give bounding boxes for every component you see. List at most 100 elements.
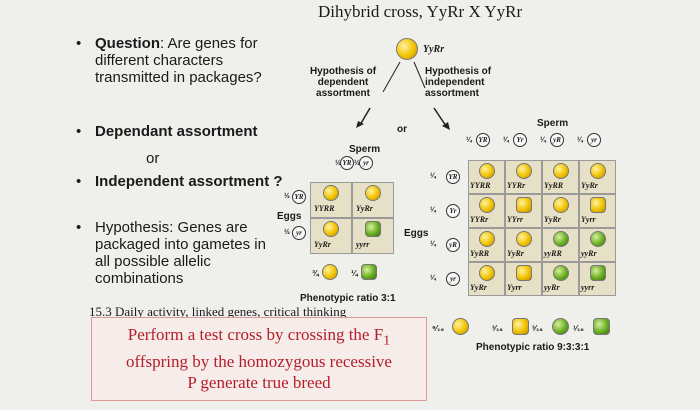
bullet-dot-icon: • bbox=[76, 123, 82, 140]
sperm-gamete: yr bbox=[359, 156, 373, 170]
bullet-hypothesis: • Hypothesis: Genes are packaged into ga… bbox=[76, 219, 285, 287]
genotype-label: YyRr bbox=[314, 240, 331, 249]
genotype-label: yyRR bbox=[544, 249, 562, 258]
arrow-line bbox=[382, 61, 401, 93]
hypothesis-text: Hypothesis: Genes are packaged into game… bbox=[95, 219, 266, 287]
gamete-fraction: ¼ bbox=[503, 137, 509, 144]
bullet-dot-icon: • bbox=[76, 219, 82, 236]
egg-gamete: yR bbox=[446, 238, 460, 252]
pea-icon bbox=[365, 221, 381, 237]
note-sub: 1 bbox=[383, 332, 391, 349]
bullet-dot-icon: • bbox=[76, 173, 82, 190]
pea-icon bbox=[323, 221, 339, 237]
genotype-label: YyRr bbox=[356, 204, 373, 213]
or-text: or bbox=[146, 150, 160, 167]
pea-icon bbox=[553, 265, 569, 281]
egg-gamete: Yr bbox=[446, 204, 460, 218]
figure-or: or bbox=[397, 124, 407, 135]
right-sperm-label: Sperm bbox=[537, 118, 569, 129]
pea-icon bbox=[516, 163, 532, 179]
gamete-fraction: ½ bbox=[284, 193, 290, 200]
dependant-text: Dependant assortment bbox=[95, 123, 258, 140]
ratio-fraction: ³⁄₁₆ bbox=[532, 324, 543, 333]
pea-icon bbox=[322, 264, 338, 280]
egg-gamete: yr bbox=[292, 226, 306, 240]
pea-icon bbox=[590, 163, 606, 179]
ratio-fraction: ¼ bbox=[351, 269, 358, 278]
hyp-independent-label: Hypothesis of independent assortment bbox=[425, 66, 492, 99]
pea-icon bbox=[479, 197, 495, 213]
pea-icon bbox=[479, 231, 495, 247]
arrowhead-icon bbox=[442, 122, 450, 130]
slide-title: Dihybrid cross, YyRr X YyRr bbox=[318, 2, 523, 21]
note-line2: offspring by the homozygous recessive bbox=[126, 352, 392, 372]
sperm-gamete: YR bbox=[476, 133, 490, 147]
genotype-label: yyRr bbox=[544, 283, 560, 292]
genotype-label: YyRr bbox=[470, 283, 487, 292]
pea-icon bbox=[553, 197, 569, 213]
egg-gamete: YR bbox=[446, 170, 460, 184]
pea-icon bbox=[516, 265, 532, 281]
pea-icon bbox=[479, 265, 495, 281]
genotype-label: YyRR bbox=[544, 181, 564, 190]
gamete-fraction: ¼ bbox=[430, 241, 436, 248]
gamete-fraction: ¼ bbox=[430, 173, 436, 180]
gamete-fraction: ½ bbox=[335, 160, 341, 167]
question-label: Question bbox=[95, 35, 161, 52]
left-sperm-label: Sperm bbox=[349, 144, 381, 155]
egg-gamete: YR bbox=[292, 190, 306, 204]
sperm-gamete: Yr bbox=[513, 133, 527, 147]
pea-icon bbox=[553, 231, 569, 247]
note-line1: Perform a test cross by crossing the F bbox=[127, 325, 384, 344]
genotype-label: Yyrr bbox=[581, 215, 596, 224]
pea-icon bbox=[479, 163, 495, 179]
genotype-label: YyRr bbox=[544, 215, 561, 224]
pea-icon bbox=[590, 265, 606, 281]
genotype-label: Yyrr bbox=[507, 283, 522, 292]
ratio-fraction: ¾ bbox=[312, 269, 319, 278]
gamete-fraction: ½ bbox=[354, 160, 360, 167]
parent-pea-icon bbox=[396, 38, 418, 60]
test-cross-note: Perform a test cross by crossing the F1 … bbox=[91, 317, 427, 401]
sperm-gamete: yr bbox=[587, 133, 601, 147]
bullet-question: • Question: Are genes for different char… bbox=[76, 35, 295, 86]
right-eggs-label: Eggs bbox=[404, 228, 429, 239]
genotype-label: YyRr bbox=[507, 249, 524, 258]
pea-icon bbox=[590, 231, 606, 247]
genotype-label: YYRR bbox=[470, 181, 491, 190]
pea-icon bbox=[516, 197, 532, 213]
genotype-label: yyRr bbox=[581, 249, 597, 258]
hyp-dependent-label: Hypothesis of dependent assortment bbox=[309, 66, 377, 99]
genotype-label: YYRR bbox=[314, 204, 335, 213]
pea-icon bbox=[365, 185, 381, 201]
genotype-label: YYRr bbox=[470, 215, 489, 224]
right-phenotypic-ratio: Phenotypic ratio 9:3:3:1 bbox=[476, 342, 590, 353]
gamete-fraction: ¼ bbox=[430, 207, 436, 214]
genotype-label: YyRR bbox=[470, 249, 490, 258]
pea-icon bbox=[452, 318, 469, 335]
bullet-dot-icon: • bbox=[76, 35, 82, 52]
gamete-fraction: ¼ bbox=[577, 137, 583, 144]
question-text: : Are genes for different characters tra… bbox=[95, 35, 262, 86]
gamete-fraction: ½ bbox=[284, 229, 290, 236]
pea-icon bbox=[552, 318, 569, 335]
bullet-dependant: • Dependant assortment bbox=[76, 123, 258, 140]
arrow-line bbox=[413, 61, 426, 89]
arrow-dependent-icon bbox=[359, 107, 371, 126]
left-phenotypic-ratio: Phenotypic ratio 3:1 bbox=[300, 293, 396, 304]
pea-icon bbox=[516, 231, 532, 247]
genotype-label: yyrr bbox=[581, 283, 595, 292]
egg-gamete: yr bbox=[446, 272, 460, 286]
independent-text: Independent assortment ? bbox=[95, 173, 283, 190]
pea-icon bbox=[361, 264, 377, 280]
genotype-label: YYrr bbox=[507, 215, 523, 224]
bullet-independent: • Independent assortment ? bbox=[76, 173, 283, 190]
pea-icon bbox=[593, 318, 610, 335]
pea-icon bbox=[553, 163, 569, 179]
note-line3: P generate true breed bbox=[187, 373, 331, 393]
left-eggs-label: Eggs bbox=[277, 211, 302, 222]
pea-icon bbox=[512, 318, 529, 335]
arrow-independent-icon bbox=[433, 107, 447, 127]
sperm-gamete: YR bbox=[340, 156, 354, 170]
